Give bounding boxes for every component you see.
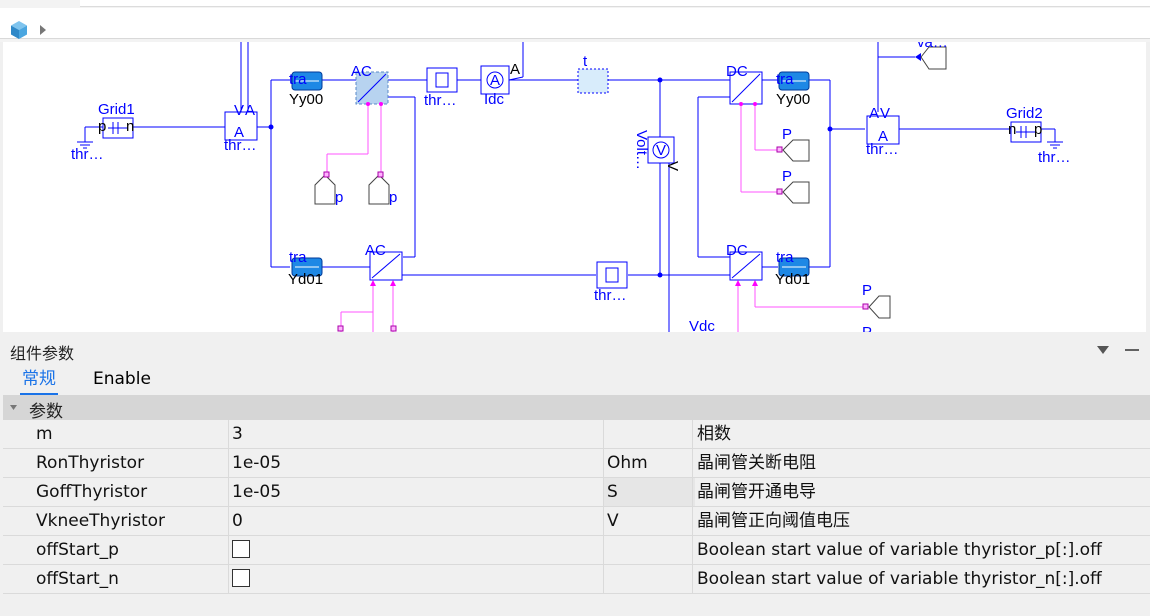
param-value-cell (228, 536, 606, 564)
voltmeter-output: V (664, 161, 681, 171)
pulse2-label: p (389, 189, 397, 206)
param-row-vknee: VkneeThyristor 0 V 晶闸管正向阈值电压 (3, 507, 1150, 536)
yd01-2-label: Yd01 (775, 271, 810, 288)
yy00-1-label: Yy00 (289, 91, 323, 108)
grid1-port-p: p (98, 118, 106, 135)
param-name: offStart_n (36, 569, 119, 589)
idc-label: Idc (484, 91, 505, 108)
param-row-goff: GoffThyristor 1e-05 S 晶闸管开通电导 (3, 478, 1150, 507)
grid2-port-p: p (1034, 121, 1042, 138)
param-table: m 3 相数 RonThyristor 1e-05 Ohm 晶闸管关断电阻 Go… (3, 420, 1150, 594)
va2-current: A (869, 105, 879, 122)
breadcrumb (0, 8, 1150, 39)
idc-output: A (510, 61, 520, 78)
ac2-label: AC (365, 242, 386, 259)
grid2-label: Grid2 (1006, 105, 1043, 122)
param-desc: Boolean start value of variable thyristo… (692, 565, 1150, 593)
p3-label: P (862, 282, 872, 299)
tab-general[interactable]: 常规 (20, 366, 58, 395)
p4-label: P (862, 324, 872, 332)
ground1-label: thr… (71, 146, 104, 163)
section-params[interactable]: 参数 (3, 395, 1150, 422)
panel-title: 组件参数 (10, 344, 75, 363)
inductor2-label: thr… (594, 287, 627, 304)
p2-label: P (782, 168, 792, 185)
param-name: m (36, 424, 53, 444)
grid2-port-n: n (1008, 121, 1016, 138)
va2-ammeter: A (878, 128, 888, 145)
vdc-label: Vdc (689, 318, 715, 332)
grid1-label: Grid1 (98, 101, 135, 118)
tab-strip (80, 0, 1150, 7)
tab-bar: 常规 Enable (0, 366, 1150, 395)
yy00-2-label: Yy00 (776, 91, 810, 108)
param-name: offStart_p (36, 540, 119, 560)
offstart-n-checkbox[interactable] (232, 569, 250, 587)
voltmeter-symbol: V (656, 142, 666, 159)
collapse-arrow-icon[interactable] (9, 403, 18, 412)
ac1-label: AC (351, 63, 372, 80)
tra1-label: tra (289, 71, 307, 88)
inductor1-label: thr… (424, 92, 457, 109)
va1-current: A (245, 102, 255, 119)
param-unit (603, 420, 695, 448)
tab-enable[interactable]: Enable (93, 369, 151, 389)
tra2-label: tra (776, 71, 794, 88)
offstart-p-checkbox[interactable] (232, 540, 250, 558)
param-value-input[interactable]: 0 (228, 507, 606, 535)
diagram-canvas[interactable]: Grid1 p n thr… V A A thr… tra Yy00 AC th… (3, 42, 1146, 332)
param-value-input[interactable]: 3 (228, 420, 606, 448)
param-desc: Boolean start value of variable thyristo… (692, 536, 1150, 564)
minimize-icon[interactable] (1124, 344, 1140, 356)
param-desc: 晶闸管正向阈值电压 (692, 507, 1150, 535)
param-name: GoffThyristor (36, 482, 148, 502)
p1-label: P (782, 126, 792, 143)
param-row-m: m 3 相数 (3, 420, 1150, 449)
cube-icon[interactable] (8, 19, 30, 41)
param-unit-select[interactable]: V (603, 507, 695, 535)
va2-voltage: V (880, 105, 890, 122)
grid1-port-n: n (126, 118, 134, 135)
top-toolbar (0, 0, 1150, 42)
param-value-input[interactable]: 1e-05 (228, 449, 606, 477)
param-row-offstart-n: offStart_n Boolean start value of variab… (3, 565, 1150, 594)
param-unit (603, 536, 695, 564)
voltmeter-label: Volt… (633, 130, 650, 170)
va3-label: va… (917, 42, 948, 51)
param-unit (603, 565, 695, 593)
param-unit-select[interactable]: Ohm (603, 449, 695, 477)
param-name: RonThyristor (36, 453, 145, 473)
pulse1-label: p (335, 189, 343, 206)
panel-header: 组件参数 (0, 336, 1150, 364)
param-name: VkneeThyristor (36, 511, 166, 531)
va1-ammeter: A (234, 124, 244, 141)
chevron-right-icon[interactable] (38, 22, 48, 38)
param-desc: 相数 (692, 420, 1150, 448)
va1-name: thr… (224, 137, 257, 154)
param-unit-select[interactable]: S (603, 478, 695, 506)
tra4-label: tra (776, 249, 794, 266)
dc2-label: DC (726, 242, 748, 259)
param-value-cell (228, 565, 606, 593)
dc1-label: DC (726, 63, 748, 80)
va1-voltage: V (234, 102, 244, 119)
param-desc: 晶闸管关断电阻 (692, 449, 1150, 477)
t-label: t (583, 53, 588, 70)
triangle-down-icon[interactable] (1096, 344, 1110, 356)
idc-ammeter-symbol: A (490, 72, 500, 89)
yd01-1-label: Yd01 (288, 271, 323, 288)
param-desc: 晶闸管开通电导 (692, 478, 1150, 506)
param-value-input[interactable]: 1e-05 (228, 478, 606, 506)
section-label: 参数 (29, 402, 63, 422)
va2-name: thr… (866, 141, 899, 158)
circuit-diagram: Grid1 p n thr… V A A thr… tra Yy00 AC th… (71, 42, 1071, 332)
ground2-label: thr… (1038, 149, 1071, 166)
tra3-label: tra (289, 249, 307, 266)
param-row-offstart-p: offStart_p Boolean start value of variab… (3, 536, 1150, 565)
param-row-ron: RonThyristor 1e-05 Ohm 晶闸管关断电阻 (3, 449, 1150, 478)
